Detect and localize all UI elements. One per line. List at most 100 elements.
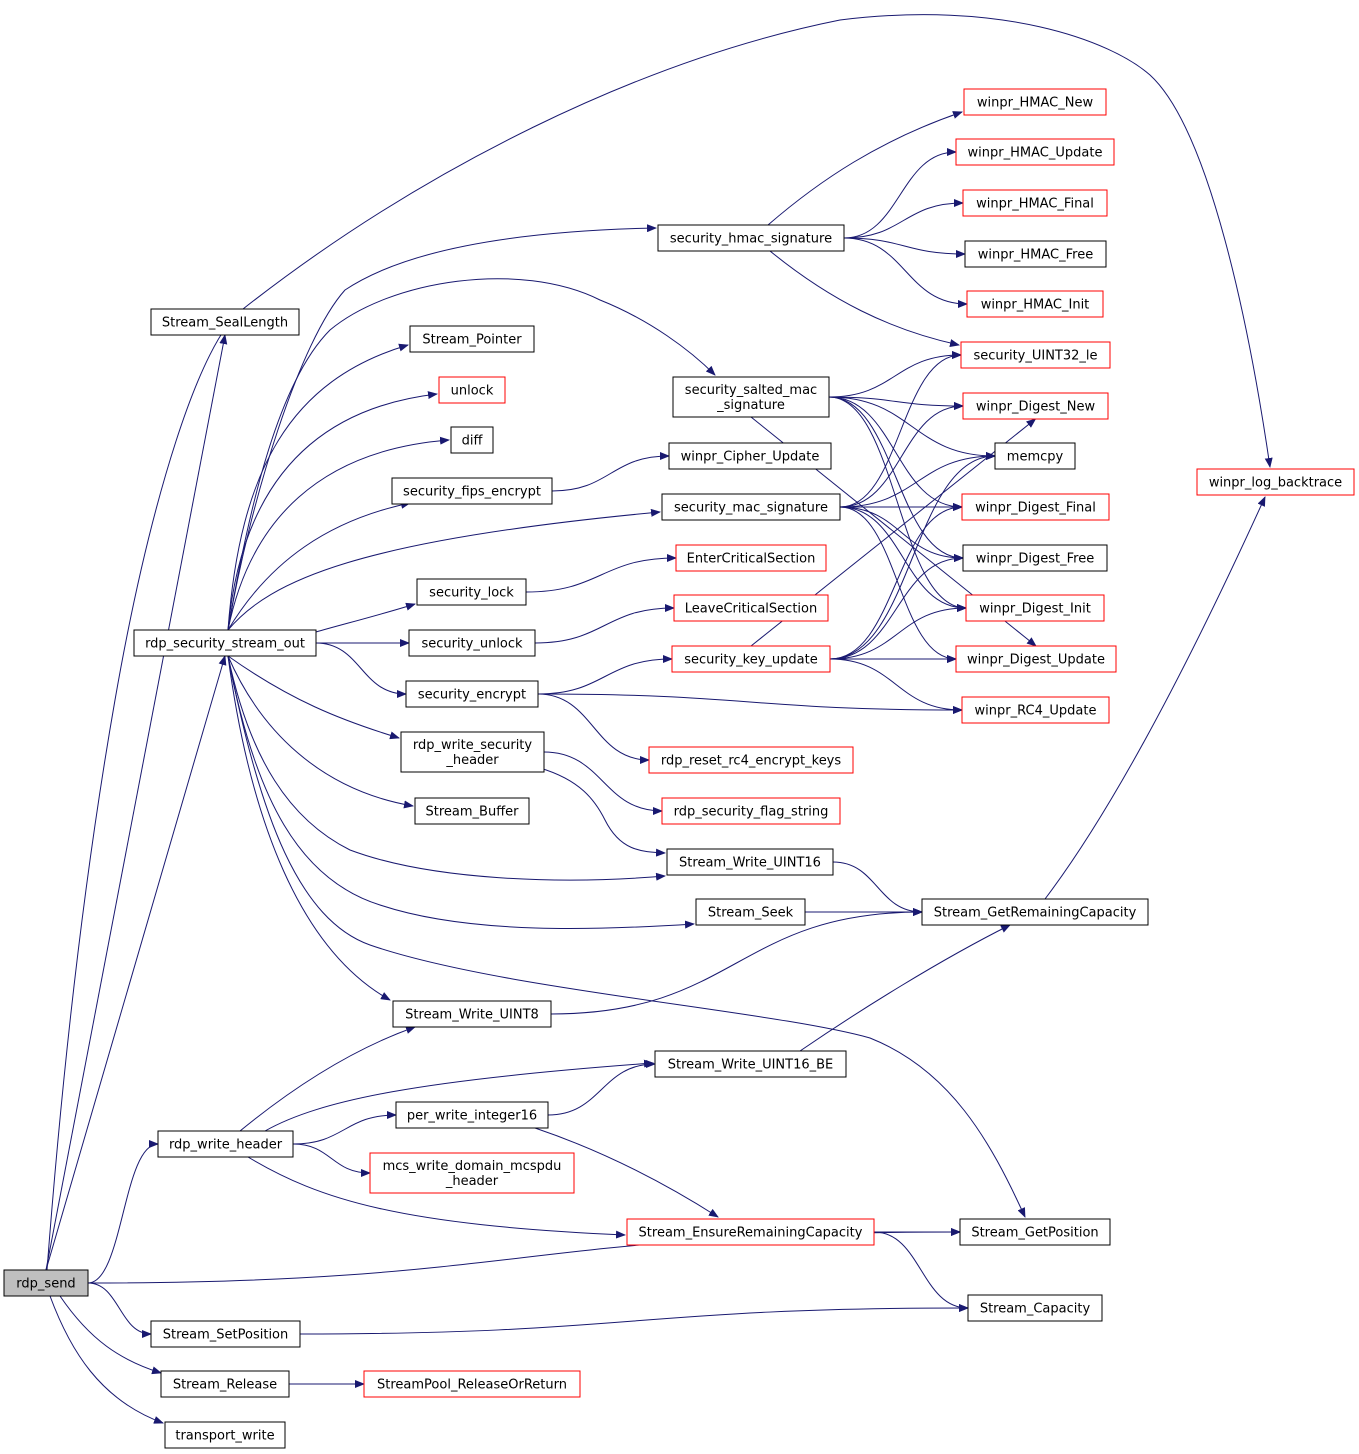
node-label: Stream_Write_UINT16_BE (668, 1058, 834, 1073)
edge-rdp_write_header-to-Stream_Write_UINT16_BE (264, 1059, 654, 1132)
edge-rdp_security_stream_out-to-security_encrypt (315, 642, 407, 698)
node-rdp-security-stream-out[interactable]: rdp_security_stream_out (133, 629, 317, 657)
node-winpr-hmac-init[interactable]: winpr_HMAC_Init (966, 290, 1104, 318)
edge-security_mac_signature-to-memcpy (839, 452, 996, 508)
node-unlock[interactable]: unlock (438, 376, 506, 404)
node-winpr-hmac-new[interactable]: winpr_HMAC_New (963, 88, 1107, 116)
edge-rdp_security_stream_out-to-rdp_write_security_header (227, 655, 400, 740)
edge-rdp_write_header-to-Stream_EnsureRemainingCapacity (247, 1156, 626, 1239)
edge-Stream_Write_UINT16-to-Stream_GetRemainingCapacity (832, 861, 923, 916)
node-winpr-cipher-update[interactable]: winpr_Cipher_Update (668, 442, 832, 470)
node-streampool-releaseorreturn[interactable]: StreamPool_ReleaseOrReturn (363, 1370, 581, 1398)
node-label: diff (462, 434, 484, 449)
edge-security_hmac_signature-to-winpr_HMAC_Final (843, 199, 964, 239)
node-label: winpr_Digest_Update (967, 653, 1105, 668)
node-stream-seek[interactable]: Stream_Seek (695, 898, 806, 926)
node-label: Stream_Write_UINT16 (679, 856, 821, 871)
node-label: winpr_HMAC_Init (981, 298, 1090, 313)
node-rdp-write-header[interactable]: rdp_write_header (157, 1130, 294, 1158)
edge-security_encrypt-to-rdp_reset_rc4_encrypt_keys (537, 693, 650, 764)
node-label: rdp_security_stream_out (145, 637, 305, 652)
node-label: winpr_HMAC_Free (978, 248, 1093, 263)
node-winpr-digest-free[interactable]: winpr_Digest_Free (962, 544, 1108, 572)
node-winpr-hmac-free[interactable]: winpr_HMAC_Free (964, 240, 1107, 268)
node-security-lock[interactable]: security_lock (416, 578, 527, 606)
node-stream-capacity[interactable]: Stream_Capacity (967, 1294, 1103, 1322)
node-label: LeaveCriticalSection (685, 602, 817, 617)
node-label: unlock (451, 384, 494, 399)
node-label: Stream_GetPosition (971, 1226, 1098, 1241)
node-winpr-digest-final[interactable]: winpr_Digest_Final (961, 493, 1110, 521)
node-winpr-hmac-final[interactable]: winpr_HMAC_Final (962, 189, 1108, 217)
node-label: winpr_RC4_Update (975, 704, 1097, 719)
node-security-uint32-le[interactable]: security_UINT32_le (960, 341, 1111, 369)
node-rdp-reset-rc4-encrypt-keys[interactable]: rdp_reset_rc4_encrypt_keys (648, 746, 854, 774)
edge-rdp_send-to-rdp_security_stream_out (45, 655, 227, 1271)
node-stream-ensureremainingcapacity[interactable]: Stream_EnsureRemainingCapacity (626, 1218, 875, 1246)
edge-Stream_EnsureRemainingCapacity-to-Stream_Capacity (873, 1231, 969, 1312)
node-mcs-write-domain-mcspdu-header[interactable]: mcs_write_domain_mcspdu_header (369, 1152, 575, 1194)
node-winpr-digest-new[interactable]: winpr_Digest_New (962, 392, 1109, 420)
node-memcpy[interactable]: memcpy (994, 442, 1076, 470)
node-label: winpr_Digest_Final (975, 501, 1096, 516)
edge-Stream_SetPosition-to-Stream_Capacity (299, 1304, 969, 1335)
node-label: security_unlock (421, 637, 523, 652)
node-security-hmac-signature[interactable]: security_hmac_signature (657, 224, 845, 252)
node-stream-getposition[interactable]: Stream_GetPosition (959, 1218, 1111, 1246)
node-label: security_hmac_signature (670, 232, 832, 247)
node-stream-setposition[interactable]: Stream_SetPosition (150, 1320, 301, 1348)
edge-Stream_Write_UINT8-to-Stream_GetRemainingCapacity (550, 908, 923, 1015)
node-stream-write-uint8[interactable]: Stream_Write_UINT8 (392, 1000, 552, 1028)
node-entercriticalsection[interactable]: EnterCriticalSection (675, 544, 827, 572)
node-rdp-write-security-header[interactable]: rdp_write_security_header (400, 731, 545, 773)
node-label: Stream_Buffer (426, 805, 520, 820)
node-stream-seallength[interactable]: Stream_SealLength (150, 308, 300, 336)
node-security-encrypt[interactable]: security_encrypt (405, 680, 539, 708)
node-label: rdp_write_security (413, 738, 533, 753)
node-stream-buffer[interactable]: Stream_Buffer (414, 797, 530, 825)
node-per-write-integer16[interactable]: per_write_integer16 (395, 1101, 549, 1129)
node-stream-write-uint16[interactable]: Stream_Write_UINT16 (666, 848, 834, 876)
node-label: security_encrypt (418, 688, 526, 703)
node-stream-write-uint16-be[interactable]: Stream_Write_UINT16_BE (654, 1050, 847, 1078)
node-label: rdp_reset_rc4_encrypt_keys (661, 754, 842, 769)
node-label: StreamPool_ReleaseOrReturn (377, 1378, 567, 1393)
node-label: _signature (716, 398, 785, 413)
node-label: winpr_Digest_New (976, 400, 1096, 415)
node-rdp-security-flag-string[interactable]: rdp_security_flag_string (661, 797, 841, 825)
node-stream-pointer[interactable]: Stream_Pointer (409, 325, 535, 353)
edge-security_encrypt-to-winpr_RC4_Update (537, 693, 963, 714)
node-winpr-digest-update[interactable]: winpr_Digest_Update (955, 645, 1117, 673)
node-security-key-update[interactable]: security_key_update (671, 645, 831, 673)
node-winpr-log-backtrace[interactable]: winpr_log_backtrace (1196, 468, 1355, 496)
node-label: security_UINT32_le (973, 349, 1097, 364)
node-winpr-hmac-update[interactable]: winpr_HMAC_Update (955, 138, 1115, 166)
edge-rdp_security_stream_out-to-security_mac_signature (227, 508, 661, 631)
node-winpr-digest-init[interactable]: winpr_Digest_Init (965, 594, 1105, 622)
node-diff[interactable]: diff (450, 426, 494, 454)
node-rdp-send[interactable]: rdp_send (3, 1269, 89, 1297)
edge-rdp_security_stream_out-to-Stream_Seek (227, 655, 695, 930)
node-leavecriticalsection[interactable]: LeaveCriticalSection (673, 594, 829, 622)
node-transport-write[interactable]: transport_write (164, 1421, 286, 1449)
node-label: winpr_HMAC_Update (968, 146, 1103, 161)
edge-rdp_send-to-Stream_SealLength (45, 334, 228, 1271)
edge-security_fips_encrypt-to-winpr_Cipher_Update (551, 452, 670, 492)
node-stream-getremainingcapacity[interactable]: Stream_GetRemainingCapacity (921, 898, 1149, 926)
edge-rdp_security_stream_out-to-Stream_GetPosition (227, 655, 1026, 1218)
node-label: Stream_Capacity (980, 1302, 1091, 1317)
node-security-salted-mac-signature[interactable]: security_salted_mac_signature (672, 376, 830, 418)
node-label: winpr_HMAC_New (977, 96, 1094, 111)
node-label: Stream_Release (173, 1378, 277, 1393)
node-stream-release[interactable]: Stream_Release (160, 1370, 290, 1398)
node-security-unlock[interactable]: security_unlock (408, 629, 536, 657)
node-winpr-rc4-update[interactable]: winpr_RC4_Update (961, 696, 1110, 724)
edge-rdp_security_stream_out-to-diff (227, 436, 450, 631)
edge-rdp_send-to-winpr_log_backtrace (46, 14, 1273, 1271)
edge-security_key_update-to-winpr_Digest_Free (829, 554, 964, 660)
node-security-fips-encrypt[interactable]: security_fips_encrypt (391, 477, 553, 505)
edge-security_key_update-to-winpr_RC4_Update (829, 658, 963, 714)
node-label: memcpy (1007, 450, 1064, 465)
node-security-mac-signature[interactable]: security_mac_signature (661, 493, 841, 521)
